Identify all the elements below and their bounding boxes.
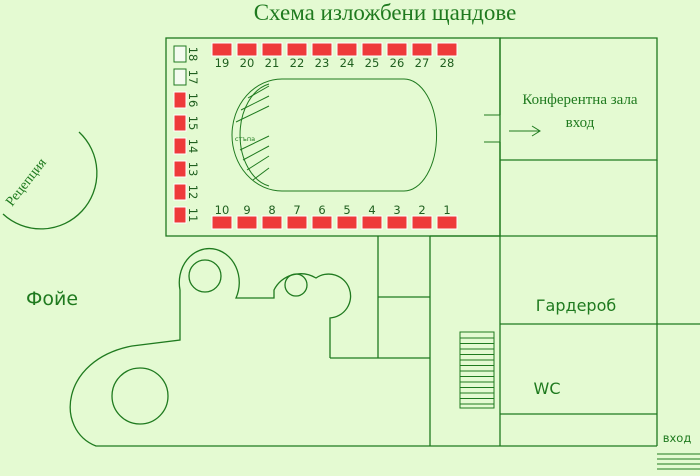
main-entrance-label: вход xyxy=(663,431,692,445)
stand-number-28: 28 xyxy=(440,56,455,70)
stand-number-6: 6 xyxy=(318,203,325,217)
stage-hatching xyxy=(235,85,270,181)
stand-9[interactable] xyxy=(236,215,258,230)
stand-4[interactable] xyxy=(361,215,383,230)
right-side-rooms: Гардероб WC xyxy=(429,160,700,447)
stand-number-18: 18 xyxy=(186,47,200,62)
stand-number-3: 3 xyxy=(393,203,400,217)
stand-10[interactable] xyxy=(211,215,233,230)
stand-16[interactable] xyxy=(173,91,187,109)
page-title: Схема изложбени щандове xyxy=(254,0,517,25)
stands-bottom-row: 10 9 8 7 6 5 4 3 2 1 xyxy=(211,203,458,230)
stand-6[interactable] xyxy=(311,215,333,230)
stand-24[interactable] xyxy=(336,42,358,57)
stand-27[interactable] xyxy=(411,42,433,57)
stage-label: стъпа xyxy=(235,135,255,143)
reception-label: Рецепция xyxy=(3,155,50,209)
stand-2[interactable] xyxy=(411,215,433,230)
foyer-label: Фойе xyxy=(26,288,78,310)
stand-number-17: 17 xyxy=(186,70,200,85)
stand-7[interactable] xyxy=(286,215,308,230)
stand-number-8: 8 xyxy=(268,203,275,217)
wc-label: WC xyxy=(534,379,561,398)
stand-8[interactable] xyxy=(261,215,283,230)
conference-room: Конферентна зала вход xyxy=(484,37,658,161)
stand-25[interactable] xyxy=(361,42,383,57)
stand-12[interactable] xyxy=(173,183,187,201)
stand-15[interactable] xyxy=(173,114,187,132)
main-entrance: вход xyxy=(657,431,700,470)
entrance-arrow-icon xyxy=(509,125,541,137)
stand-26[interactable] xyxy=(386,42,408,57)
stand-1[interactable] xyxy=(436,215,458,230)
stand-21[interactable] xyxy=(261,42,283,57)
stand-number-10: 10 xyxy=(215,203,230,217)
reception-desk: Рецепция xyxy=(2,131,98,230)
stand-number-23: 23 xyxy=(315,56,330,70)
stand-number-25: 25 xyxy=(365,56,380,70)
stand-18[interactable] xyxy=(173,45,187,63)
stand-number-21: 21 xyxy=(265,56,280,70)
stand-11[interactable] xyxy=(173,206,187,224)
foyer-decoration xyxy=(69,247,430,447)
conference-entrance-label: вход xyxy=(566,115,595,131)
stand-number-11: 11 xyxy=(186,208,200,223)
stands-left-column: 18 17 16 15 14 13 12 11 xyxy=(173,45,200,224)
stand-number-1: 1 xyxy=(443,203,450,217)
stand-5[interactable] xyxy=(336,215,358,230)
stands-top-row: 19 20 21 22 23 24 25 26 27 28 xyxy=(211,42,458,70)
stand-number-26: 26 xyxy=(390,56,405,70)
stand-number-14: 14 xyxy=(186,139,200,154)
staircase xyxy=(459,331,495,409)
stand-20[interactable] xyxy=(236,42,258,57)
exhibition-hall xyxy=(165,37,501,237)
stand-number-13: 13 xyxy=(186,162,200,177)
stand-number-4: 4 xyxy=(368,203,375,217)
stand-number-19: 19 xyxy=(215,56,230,70)
stand-13[interactable] xyxy=(173,160,187,178)
stand-number-27: 27 xyxy=(415,56,430,70)
stand-number-12: 12 xyxy=(186,185,200,200)
stand-14[interactable] xyxy=(173,137,187,155)
stand-number-7: 7 xyxy=(293,203,300,217)
stand-number-15: 15 xyxy=(186,116,200,131)
central-oval: стъпа xyxy=(231,78,438,192)
stand-23[interactable] xyxy=(311,42,333,57)
conference-room-label: Конферентна зала xyxy=(522,92,638,108)
stand-number-24: 24 xyxy=(340,56,355,70)
stand-number-16: 16 xyxy=(186,93,200,108)
stand-number-2: 2 xyxy=(418,203,425,217)
stand-17[interactable] xyxy=(173,68,187,86)
wardrobe-label: Гардероб xyxy=(536,296,616,315)
stand-number-5: 5 xyxy=(343,203,350,217)
stand-number-9: 9 xyxy=(243,203,250,217)
stand-22[interactable] xyxy=(286,42,308,57)
stand-3[interactable] xyxy=(386,215,408,230)
service-rooms xyxy=(330,236,430,359)
stand-number-20: 20 xyxy=(240,56,255,70)
stand-28[interactable] xyxy=(436,42,458,57)
stand-19[interactable] xyxy=(211,42,233,57)
stand-number-22: 22 xyxy=(290,56,305,70)
